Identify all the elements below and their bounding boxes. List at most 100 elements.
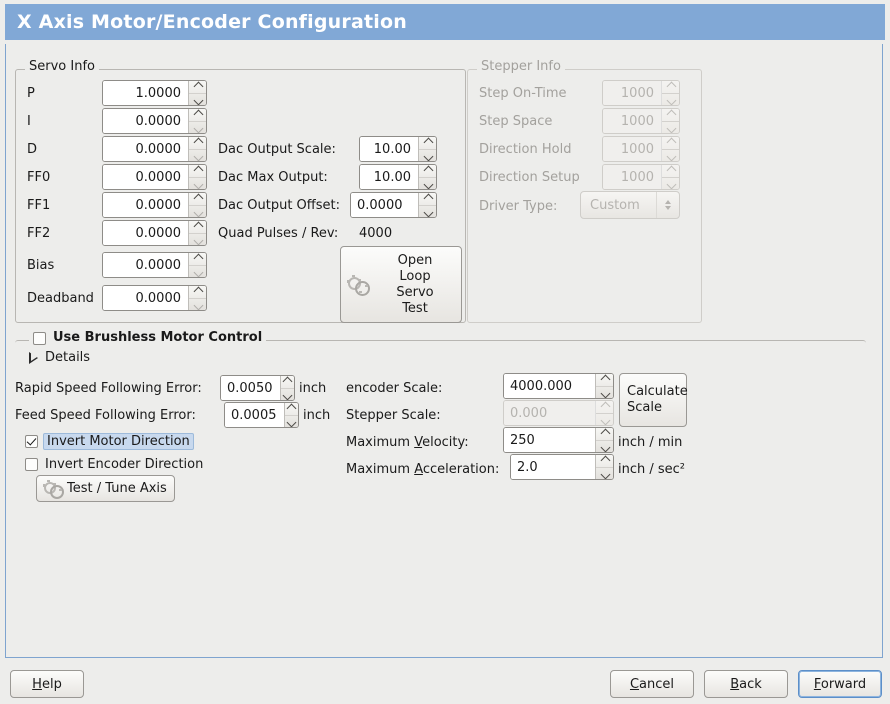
spin-maximum-acceleration-value[interactable]: 2.0 bbox=[511, 455, 595, 479]
cancel-button-label: Cancel bbox=[629, 676, 675, 692]
spin-feed-up[interactable] bbox=[284, 403, 298, 416]
spin-feed-following-error-value[interactable]: 0.0005 bbox=[225, 403, 284, 427]
spin-dac-output-scale-up[interactable] bbox=[419, 137, 436, 150]
spin-dac-output-offset-buttons[interactable] bbox=[418, 193, 436, 217]
spin-ff0-value[interactable]: 0.0000 bbox=[103, 165, 188, 189]
help-button[interactable]: Help bbox=[10, 670, 84, 698]
spin-bias-down[interactable] bbox=[189, 266, 206, 278]
spin-maximum-velocity[interactable]: 250 bbox=[503, 427, 614, 453]
back-button[interactable]: Back bbox=[704, 670, 788, 698]
chevron-updown-icon bbox=[656, 192, 679, 218]
spin-dac-max-output-up[interactable] bbox=[419, 165, 436, 178]
spin-deadband-down[interactable] bbox=[189, 299, 206, 311]
spin-ff2-up[interactable] bbox=[189, 221, 206, 234]
invert-encoder-direction-checkbox[interactable]: Invert Encoder Direction bbox=[25, 457, 203, 472]
spin-maximum-acceleration[interactable]: 2.0 bbox=[510, 454, 614, 480]
label-stepper-scale: Stepper Scale: bbox=[346, 408, 441, 423]
spin-deadband-up[interactable] bbox=[189, 286, 206, 299]
spin-dac-max-output-down[interactable] bbox=[419, 178, 436, 190]
invert-motor-direction-checkbox[interactable]: Invert Motor Direction bbox=[25, 433, 194, 450]
spin-bias-buttons[interactable] bbox=[188, 253, 206, 277]
spin-feed-following-error[interactable]: 0.0005 bbox=[224, 402, 299, 428]
spin-rapid-following-error[interactable]: 0.0050 bbox=[220, 375, 295, 401]
spin-encoder-scale-buttons[interactable] bbox=[595, 374, 613, 398]
spin-d-up[interactable] bbox=[189, 137, 206, 150]
spin-dac-output-scale-value[interactable]: 10.00 bbox=[360, 137, 418, 161]
spin-ff1-buttons[interactable] bbox=[188, 193, 206, 217]
spin-maximum-velocity-buttons[interactable] bbox=[595, 428, 613, 452]
spin-dac-output-offset[interactable]: 0.0000 bbox=[350, 192, 437, 218]
use-brushless-motor-control-checkbox[interactable]: Use Brushless Motor Control bbox=[29, 331, 267, 345]
open-loop-servo-test-button[interactable]: Open Loop Servo Test bbox=[340, 246, 462, 323]
spin-ff2-buttons[interactable] bbox=[188, 221, 206, 245]
spin-p-value[interactable]: 1.0000 bbox=[103, 81, 188, 105]
spin-bias-value[interactable]: 0.0000 bbox=[103, 253, 188, 277]
spin-max-accel-down[interactable] bbox=[596, 468, 613, 480]
spin-rapid-up[interactable] bbox=[280, 376, 294, 389]
spin-dac-output-offset-up[interactable] bbox=[419, 193, 436, 206]
spin-maximum-velocity-value[interactable]: 250 bbox=[504, 428, 595, 452]
spin-encoder-scale-value[interactable]: 4000.000 bbox=[504, 374, 595, 398]
spin-deadband[interactable]: 0.0000 bbox=[102, 285, 207, 311]
spin-rapid-down[interactable] bbox=[281, 389, 295, 401]
spin-i[interactable]: 0.0000 bbox=[102, 108, 207, 134]
spin-ff2-value[interactable]: 0.0000 bbox=[103, 221, 188, 245]
spin-max-velocity-down[interactable] bbox=[596, 441, 613, 453]
spin-ff2[interactable]: 0.0000 bbox=[102, 220, 207, 246]
spin-feed-down[interactable] bbox=[285, 416, 299, 428]
spin-dac-output-offset-value[interactable]: 0.0000 bbox=[351, 193, 418, 217]
spin-dac-output-scale-down[interactable] bbox=[419, 150, 436, 162]
spin-dac-max-output-buttons[interactable] bbox=[418, 165, 436, 189]
spin-bias-up[interactable] bbox=[189, 253, 206, 266]
invert-motor-checkbox-box[interactable] bbox=[25, 435, 38, 448]
spin-ff2-down[interactable] bbox=[189, 234, 206, 246]
spin-direction-setup: 1000 bbox=[602, 164, 680, 190]
spin-dac-output-scale[interactable]: 10.00 bbox=[359, 136, 437, 162]
spin-deadband-value[interactable]: 0.0000 bbox=[103, 286, 188, 310]
spin-dac-max-output[interactable]: 10.00 bbox=[359, 164, 437, 190]
help-button-label: Help bbox=[32, 676, 62, 692]
spin-ff0[interactable]: 0.0000 bbox=[102, 164, 207, 190]
spin-ff1[interactable]: 0.0000 bbox=[102, 192, 207, 218]
spin-max-accel-up[interactable] bbox=[596, 455, 613, 468]
spin-stepper-scale-value: 0.000 bbox=[504, 401, 595, 425]
spin-encoder-scale-down[interactable] bbox=[596, 387, 613, 399]
invert-encoder-checkbox-box[interactable] bbox=[25, 458, 38, 471]
spin-ff0-down[interactable] bbox=[189, 178, 206, 190]
spin-d[interactable]: 0.0000 bbox=[102, 136, 207, 162]
spin-rapid-following-error-buttons[interactable] bbox=[279, 376, 295, 401]
spin-maximum-acceleration-buttons[interactable] bbox=[595, 455, 613, 479]
spin-i-down[interactable] bbox=[189, 122, 206, 134]
spin-rapid-following-error-value[interactable]: 0.0050 bbox=[221, 376, 280, 400]
test-tune-axis-button[interactable]: Test / Tune Axis bbox=[36, 475, 175, 502]
spin-d-down[interactable] bbox=[189, 150, 206, 162]
spin-encoder-scale-up[interactable] bbox=[596, 374, 613, 387]
spin-ff1-value[interactable]: 0.0000 bbox=[103, 193, 188, 217]
forward-button[interactable]: Forward bbox=[798, 670, 882, 698]
spin-p-down[interactable] bbox=[189, 94, 206, 106]
spin-i-buttons[interactable] bbox=[188, 109, 206, 133]
spin-dac-max-output-value[interactable]: 10.00 bbox=[360, 165, 418, 189]
spin-d-value[interactable]: 0.0000 bbox=[103, 137, 188, 161]
spin-bias[interactable]: 0.0000 bbox=[102, 252, 207, 278]
brushless-checkbox-box[interactable] bbox=[33, 331, 46, 345]
spin-dac-output-scale-buttons[interactable] bbox=[418, 137, 436, 161]
spin-ff0-up[interactable] bbox=[189, 165, 206, 178]
spin-max-velocity-up[interactable] bbox=[596, 428, 613, 441]
spin-i-up[interactable] bbox=[189, 109, 206, 122]
calculate-scale-button[interactable]: Calculate Scale bbox=[619, 373, 688, 427]
spin-ff0-buttons[interactable] bbox=[188, 165, 206, 189]
spin-ff1-up[interactable] bbox=[189, 193, 206, 206]
spin-deadband-buttons[interactable] bbox=[188, 286, 206, 310]
spin-p-up[interactable] bbox=[189, 81, 206, 94]
spin-d-buttons[interactable] bbox=[188, 137, 206, 161]
cancel-button[interactable]: Cancel bbox=[610, 670, 694, 698]
spin-p[interactable]: 1.0000 bbox=[102, 80, 207, 106]
spin-encoder-scale[interactable]: 4000.000 bbox=[503, 373, 614, 399]
spin-p-buttons[interactable] bbox=[188, 81, 206, 105]
spin-ff1-down[interactable] bbox=[189, 206, 206, 218]
details-expander[interactable]: Details bbox=[29, 350, 90, 365]
spin-i-value[interactable]: 0.0000 bbox=[103, 109, 188, 133]
spin-feed-following-error-buttons[interactable] bbox=[283, 403, 299, 428]
spin-dac-output-offset-down[interactable] bbox=[419, 206, 436, 218]
